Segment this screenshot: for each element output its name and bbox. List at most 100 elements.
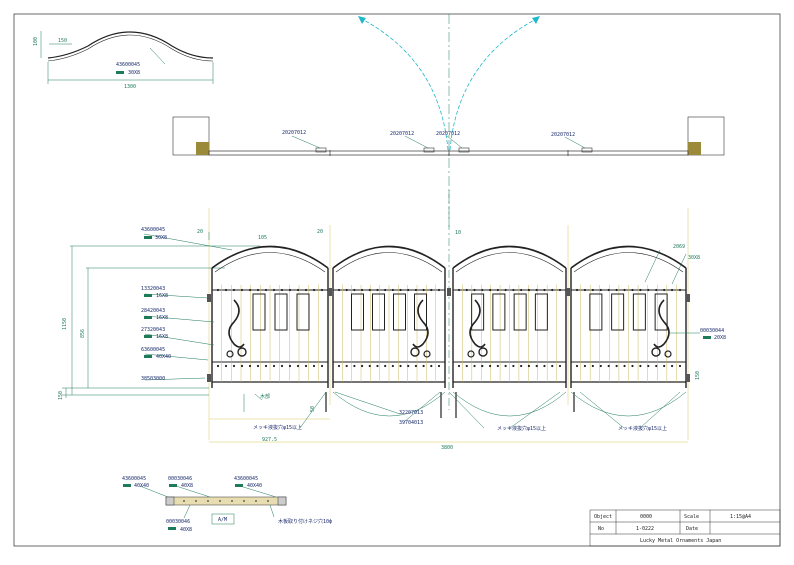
- gate-rivet: [248, 288, 252, 292]
- gate-hinge: [686, 374, 690, 382]
- gate-rivet: [535, 364, 538, 368]
- gate-rivet: [615, 364, 618, 368]
- title-block: Object 0000 Scale 1:15@A4 No 1-0222 Date…: [589, 509, 781, 547]
- tb-company: Lucky Metal Ornaments Japan: [640, 538, 721, 544]
- gate-scroll-curl: [226, 350, 234, 358]
- gate-rivet: [607, 288, 610, 292]
- gate-arch-inner: [335, 252, 443, 273]
- gate-scroll-curl: [467, 350, 475, 358]
- tb-date-label: Date: [686, 526, 698, 532]
- gate-rivet: [224, 288, 228, 292]
- dim-1300: 1300: [124, 84, 136, 90]
- gate-rivet: [615, 288, 618, 292]
- dim-1150: 1150: [62, 318, 68, 330]
- gate-rivet: [623, 288, 626, 292]
- gate-rivet: [473, 288, 476, 292]
- gate-scroll: [412, 299, 429, 348]
- gate-arch: [332, 245, 446, 269]
- gate-rivet: [296, 364, 300, 368]
- rail-box-label: A/M: [218, 517, 227, 523]
- sheet-border: [13, 13, 781, 547]
- dim-10: 10: [455, 230, 461, 236]
- gate-rivet: [280, 364, 284, 368]
- tb-scale-label: Scale: [684, 514, 699, 520]
- gate-rivet: [407, 288, 410, 292]
- gate-rivet: [670, 288, 674, 292]
- gate-rivet: [488, 288, 492, 292]
- dim-30x8: 30X8: [688, 255, 700, 261]
- gate-rivet: [670, 364, 674, 368]
- dim-50: 50: [310, 406, 316, 412]
- dim-105: 105: [258, 235, 267, 241]
- gate-rivet: [232, 364, 236, 368]
- tb-scale-value: 1:15@A4: [730, 514, 751, 520]
- part-label: 63600045: [141, 347, 165, 353]
- gate-scroll: [228, 299, 245, 348]
- gate-rivet: [504, 288, 507, 292]
- gate-rivet: [655, 288, 658, 292]
- plan-label-2: 20207012: [390, 131, 414, 137]
- gate-rivet: [430, 364, 433, 368]
- gate-rivet: [481, 288, 484, 292]
- rail-detail: 43600045 40X40 00030046 40X8 43600045 40…: [122, 476, 332, 533]
- gate-rivet: [558, 364, 562, 368]
- gate-rivet: [583, 288, 587, 292]
- part-right-size: 20X8: [714, 335, 726, 341]
- profile-part-size: 30X8: [128, 70, 140, 76]
- gate-rivet: [623, 364, 626, 368]
- rail-part-3-size: 40X40: [247, 483, 262, 489]
- gate-rivet: [391, 364, 394, 368]
- gate-insert: [471, 293, 485, 331]
- gate-insert: [654, 293, 668, 331]
- gate-rivet: [520, 364, 523, 368]
- dim-150: 150: [58, 38, 67, 44]
- plan-label-1: 20207012: [282, 130, 306, 136]
- gate-rivet: [575, 288, 579, 292]
- gate-rivet: [599, 288, 602, 292]
- gate-rivet: [437, 364, 441, 368]
- gate-rivet: [256, 364, 260, 368]
- plan-label-3: 20207012: [436, 131, 460, 137]
- profile-detail: 150 100 43600045 30X8 1300: [33, 31, 214, 90]
- gate-scroll: [469, 299, 486, 348]
- gate-rivet: [368, 364, 371, 368]
- gate-hinge: [207, 374, 211, 382]
- gate-rivet: [288, 288, 292, 292]
- swing-arc: [570, 391, 687, 417]
- gate-rivet: [414, 364, 418, 368]
- gate-rivet: [678, 288, 682, 292]
- gate-rivet: [457, 364, 461, 368]
- gate-hinge: [686, 294, 690, 302]
- swing-arc: [332, 391, 446, 417]
- gate-rivet: [520, 288, 523, 292]
- gate-rivet: [296, 288, 300, 292]
- part-size: 16X8: [156, 293, 168, 299]
- gate-rivet: [591, 364, 594, 368]
- rail-note: 木板取り付けネジ穴10ф: [278, 518, 332, 525]
- gate-panels: [207, 245, 690, 418]
- gate-arch: [452, 245, 567, 269]
- rail-part-2: 00030046: [168, 476, 192, 482]
- gate-insert: [632, 293, 646, 331]
- gate-hinge: [207, 294, 211, 302]
- gate-rivet: [384, 288, 387, 292]
- rail-part-1: 43600045: [122, 476, 146, 482]
- dim-100: 100: [33, 37, 39, 46]
- gate-rivet: [512, 364, 515, 368]
- gate-rivet: [663, 288, 666, 292]
- gate-rivet: [345, 364, 348, 368]
- gate-rivet: [527, 288, 531, 292]
- gate-rivet: [496, 364, 499, 368]
- gate-rivet: [678, 364, 682, 368]
- dim-856: 856: [80, 329, 86, 338]
- gate-rivet: [575, 364, 579, 368]
- gate-rivet: [248, 364, 252, 368]
- gate-rivet: [360, 364, 364, 368]
- gate-rivet: [496, 288, 499, 292]
- part-size: 16X8: [156, 315, 168, 321]
- gate-rivet: [465, 288, 468, 292]
- gate-scroll-curl: [423, 350, 431, 358]
- gate-rivet: [320, 364, 324, 368]
- gate-rivet: [345, 288, 348, 292]
